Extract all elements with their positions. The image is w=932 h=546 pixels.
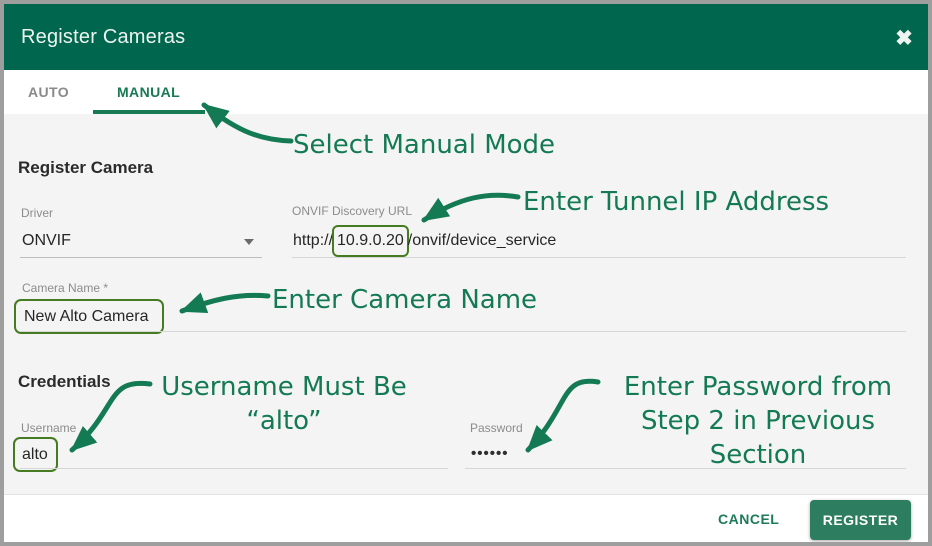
- annotation-username-line1: Username Must Be: [161, 372, 407, 402]
- annotation-enter-password: Enter Password from Step 2 in Previous S…: [605, 370, 911, 472]
- username-input[interactable]: alto: [22, 445, 48, 463]
- credentials-heading: Credentials: [18, 372, 111, 391]
- onvif-url-underline: [292, 257, 906, 258]
- dialog-footer: [4, 494, 928, 542]
- tab-bar: [4, 70, 928, 114]
- arrow-to-username: [69, 380, 153, 453]
- camera-name-highlight-box: New Alto Camera: [14, 299, 164, 334]
- password-label: Password: [470, 421, 523, 435]
- register-button[interactable]: REGISTER: [810, 500, 911, 540]
- tab-auto[interactable]: AUTO: [28, 84, 70, 100]
- arrow-to-discovery-url: [421, 192, 521, 223]
- dropdown-caret-icon[interactable]: [244, 239, 254, 245]
- dialog-title: Register Cameras: [21, 26, 186, 48]
- tab-manual[interactable]: MANUAL: [117, 84, 181, 100]
- camera-name-input[interactable]: New Alto Camera: [24, 307, 149, 325]
- annotation-username-line2: “alto”: [246, 406, 322, 436]
- arrow-to-password: [525, 378, 601, 453]
- cancel-button[interactable]: CANCEL: [718, 511, 780, 527]
- annotation-password-line1: Enter Password from: [623, 372, 893, 402]
- password-underline: [465, 468, 906, 469]
- camera-name-underline: [20, 331, 906, 332]
- camera-name-label: Camera Name *: [22, 281, 109, 295]
- onvif-url-label: ONVIF Discovery URL: [292, 204, 413, 218]
- close-icon[interactable]: ✖: [895, 26, 913, 50]
- annotation-select-manual-mode: Select Manual Mode: [293, 130, 556, 160]
- dialog-header: Register Cameras ✖: [4, 4, 928, 70]
- driver-select[interactable]: ONVIF: [22, 232, 71, 249]
- register-camera-heading: Register Camera: [18, 158, 154, 177]
- username-label: Username: [21, 421, 77, 435]
- active-tab-underline: [93, 110, 205, 114]
- annotation-username-must-be-alto: Username Must Be “alto”: [150, 370, 418, 438]
- username-underline: [20, 468, 448, 469]
- onvif-url-prefix: http://: [293, 232, 334, 249]
- onvif-url-input[interactable]: http://10.9.0.20/onvif/device_service: [293, 225, 557, 257]
- annotation-enter-tunnel-ip: Enter Tunnel IP Address: [523, 187, 830, 217]
- password-input[interactable]: ••••••: [471, 445, 509, 462]
- annotation-password-line3: Section: [709, 440, 807, 470]
- driver-field-underline: [20, 257, 262, 258]
- annotation-password-line2: Step 2 in Previous: [640, 406, 876, 436]
- tunnel-ip-highlight-box: 10.9.0.20: [332, 225, 409, 257]
- driver-label: Driver: [21, 206, 53, 220]
- onvif-url-suffix: /onvif/device_service: [407, 232, 557, 249]
- arrow-to-camera-name: [179, 292, 271, 314]
- username-highlight-box: alto: [13, 437, 58, 472]
- annotation-enter-camera-name: Enter Camera Name: [272, 285, 538, 315]
